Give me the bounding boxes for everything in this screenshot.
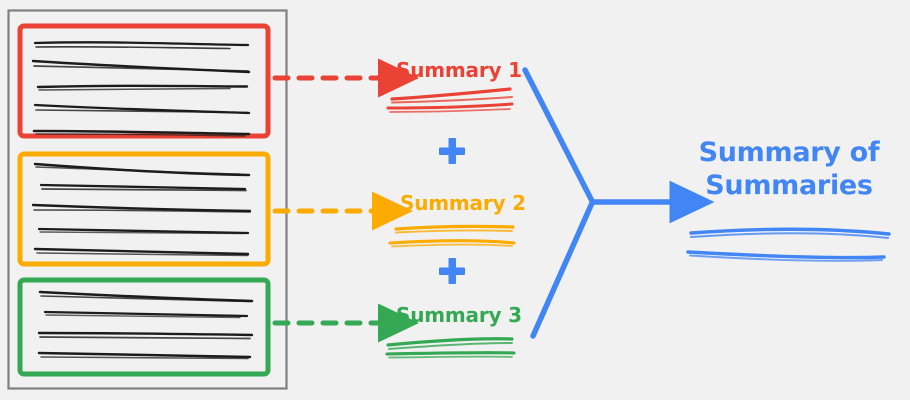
merge-branch-top bbox=[522, 67, 595, 204]
summary-1-label: Summary 1 bbox=[396, 58, 522, 82]
chunk-1-text-lines bbox=[31, 41, 251, 137]
final-summary-squiggle bbox=[686, 227, 891, 262]
document-chunk-3[interactable] bbox=[17, 277, 271, 377]
chunk-1-border bbox=[17, 23, 271, 139]
summary-3-squiggle bbox=[385, 337, 516, 359]
document-panel-border bbox=[7, 9, 288, 390]
summary-2-squiggle bbox=[388, 224, 516, 248]
chunk-3-text-lines bbox=[37, 290, 254, 360]
chunk-3-border bbox=[17, 277, 271, 377]
document-chunk-1[interactable] bbox=[17, 23, 271, 139]
summary-of-summaries-label: Summary of Summaries bbox=[690, 136, 888, 202]
chunk-2-text-lines bbox=[31, 162, 252, 257]
summary-2-label: Summary 2 bbox=[400, 191, 526, 215]
plus-1-icon bbox=[439, 138, 465, 164]
merge-branch-bottom bbox=[530, 200, 595, 339]
final-label-line-2: Summaries bbox=[705, 170, 873, 201]
summary-1-squiggle bbox=[386, 87, 514, 113]
document-chunk-2[interactable] bbox=[17, 151, 271, 267]
final-label-line-1: Summary of bbox=[698, 137, 880, 168]
summary-3-label: Summary 3 bbox=[396, 303, 522, 327]
merge-connector bbox=[522, 67, 595, 339]
chunk-2-border bbox=[17, 151, 271, 267]
plus-2-icon bbox=[439, 258, 465, 284]
